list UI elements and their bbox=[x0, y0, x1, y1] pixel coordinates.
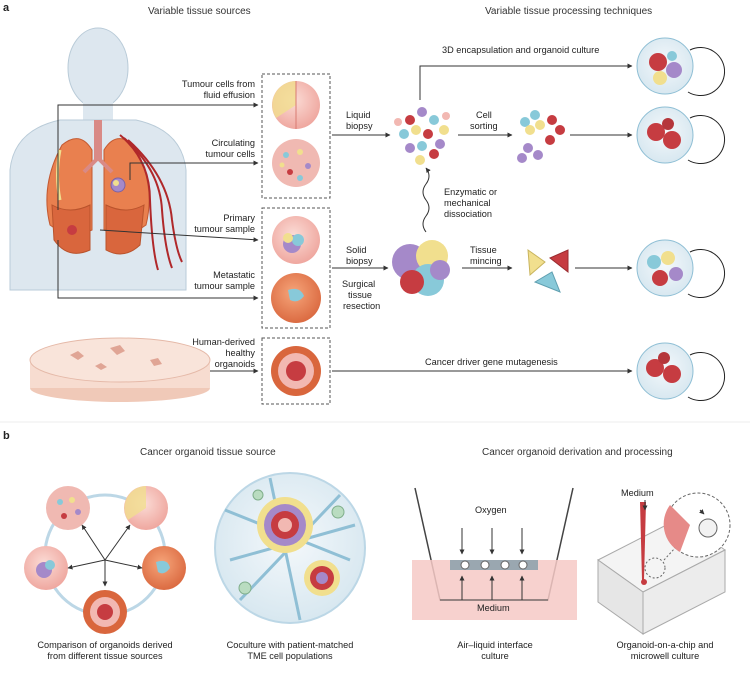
label-circulating-2: tumour cells bbox=[205, 149, 255, 159]
panel-a-label: a bbox=[3, 2, 10, 14]
minced-tissue-pieces bbox=[527, 248, 569, 293]
organoid-culture-4 bbox=[636, 342, 726, 402]
caption-coculture-1: Coculture with patient-matched bbox=[226, 640, 354, 650]
lung-tumour-marker bbox=[67, 177, 126, 235]
label-surgical-1: Surgical bbox=[342, 279, 376, 289]
organoid-on-chip-illustration bbox=[597, 492, 731, 635]
caption-ali-2: culture bbox=[481, 651, 509, 661]
label-solid-2: biopsy bbox=[346, 256, 373, 266]
label-mutagenesis: Cancer driver gene mutagenesis bbox=[425, 357, 558, 367]
healthy-organoid-thumbnail bbox=[271, 346, 321, 396]
label-effusion-2: fluid effusion bbox=[203, 90, 255, 100]
label-oxygen: Oxygen bbox=[475, 505, 507, 515]
source-box-healthy bbox=[261, 337, 331, 405]
label-healthy-3: organoids bbox=[214, 359, 255, 369]
label-liquid-1: Liquid bbox=[346, 110, 371, 120]
panel-a-heading-left: Variable tissue sources bbox=[148, 6, 251, 17]
metastatic-tumour-thumbnail bbox=[271, 273, 321, 323]
source-box-solid bbox=[261, 207, 331, 329]
solid-tumour-chunk bbox=[392, 240, 450, 296]
label-enzymatic-1: Enzymatic or bbox=[444, 187, 498, 197]
comparison-ring bbox=[24, 486, 186, 634]
blood-vessels bbox=[119, 134, 183, 271]
organoid-culture-2 bbox=[636, 106, 726, 165]
caption-comparison-2: from different tissue sources bbox=[47, 651, 163, 661]
label-primary-1: Primary bbox=[223, 213, 255, 223]
label-sorting-2: sorting bbox=[470, 121, 498, 131]
label-enzymatic-3: dissociation bbox=[444, 209, 493, 219]
effusion-thumbnail bbox=[272, 81, 320, 129]
label-encapsulation: 3D encapsulation and organoid culture bbox=[442, 45, 600, 55]
label-effusion-1: Tumour cells from bbox=[181, 79, 255, 89]
label-medium-well: Medium bbox=[477, 603, 510, 613]
air-liquid-interface-well bbox=[412, 487, 577, 620]
label-enzymatic-2: mechanical bbox=[444, 198, 491, 208]
organoid-culture-1 bbox=[636, 37, 726, 97]
caption-chip-1: Organoid-on-a-chip and bbox=[616, 640, 714, 650]
label-solid-1: Solid bbox=[346, 245, 367, 255]
caption-chip-2: microwell culture bbox=[630, 651, 700, 661]
caption-coculture-2: TME cell populations bbox=[247, 651, 333, 661]
label-medium-chip: Medium bbox=[621, 488, 654, 498]
label-surgical-2: tissue bbox=[348, 290, 373, 300]
coculture-illustration bbox=[214, 472, 366, 624]
label-healthy-2: healthy bbox=[225, 348, 255, 358]
label-circulating-1: Circulating bbox=[211, 138, 255, 148]
processing-arrows bbox=[332, 63, 633, 374]
panel-b-label: b bbox=[3, 430, 10, 442]
label-metastatic-2: tumour sample bbox=[194, 281, 255, 291]
caption-comparison-1: Comparison of organoids derived bbox=[37, 640, 173, 650]
source-arrows bbox=[57, 102, 259, 374]
label-mincing-1: Tissue bbox=[470, 245, 497, 255]
panel-b-heading-left: Cancer organoid tissue source bbox=[140, 447, 276, 458]
circulating-thumbnail bbox=[272, 139, 320, 187]
caption-ali-1: Air–liquid interface bbox=[457, 640, 533, 650]
panel-a-heading-right: Variable tissue processing techniques bbox=[485, 6, 653, 17]
sorted-cell-groups bbox=[517, 110, 565, 163]
label-mincing-2: mincing bbox=[470, 256, 502, 266]
ali-arrows bbox=[459, 528, 525, 600]
label-surgical-3: resection bbox=[343, 301, 381, 311]
label-primary-2: tumour sample bbox=[194, 224, 255, 234]
label-metastatic-1: Metastatic bbox=[213, 270, 255, 280]
comparison-arrows bbox=[67, 524, 143, 587]
organoid-culture-3 bbox=[636, 239, 726, 299]
petri-dish-illustration bbox=[29, 337, 211, 402]
liquid-biopsy-cell-cluster bbox=[394, 107, 450, 165]
label-sorting-1: Cell bbox=[476, 110, 492, 120]
label-liquid-2: biopsy bbox=[346, 121, 373, 131]
label-healthy-1: Human-derived bbox=[192, 337, 255, 347]
panel-b-heading-right: Cancer organoid derivation and processin… bbox=[482, 447, 673, 458]
primary-tumour-thumbnail bbox=[272, 216, 320, 264]
source-box-liquid bbox=[261, 73, 331, 199]
